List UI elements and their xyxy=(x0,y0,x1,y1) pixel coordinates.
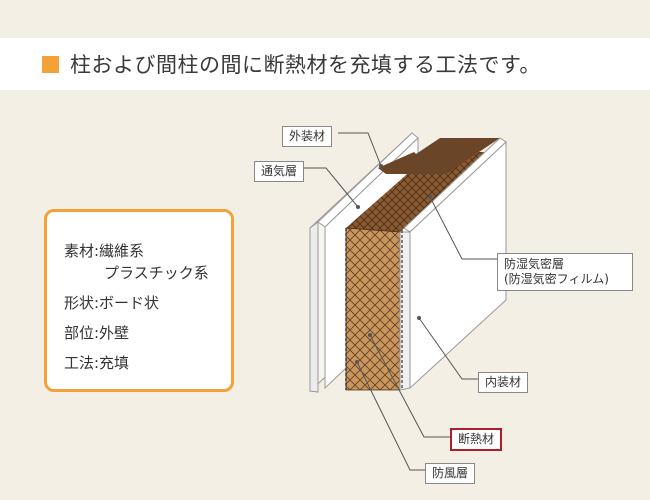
title-marker xyxy=(42,56,59,73)
label-ventilation: 通気層 xyxy=(254,161,305,182)
label-interior: 内装材 xyxy=(478,372,529,393)
label-exterior: 外装材 xyxy=(282,126,333,147)
label-vapor-barrier: 防湿気密層 (防湿気密フィルム) xyxy=(497,253,633,291)
leader-lines xyxy=(301,132,497,471)
interior-board xyxy=(399,137,507,391)
spec-card: 素材:繊維系 プラスチック系 形状:ボード状 部位:外壁 工法:充填 xyxy=(44,209,234,392)
spec-material-sub: プラスチック系 xyxy=(104,264,209,282)
spec-material: 素材:繊維系 xyxy=(64,242,145,260)
title-band: 柱および間柱の間に断熱材を充填する工法です。 xyxy=(0,38,650,90)
label-insulation: 断熱材 xyxy=(450,428,503,451)
spec-shape: 形状:ボード状 xyxy=(64,294,160,312)
label-vapor-barrier-line1: 防湿気密層 xyxy=(504,257,565,271)
label-windbreak: 防風層 xyxy=(425,463,476,484)
spec-part: 部位:外壁 xyxy=(64,324,130,342)
page-title: 柱および間柱の間に断熱材を充填する工法です。 xyxy=(70,53,541,77)
spec-method: 工法:充填 xyxy=(64,354,130,372)
leader-dots xyxy=(355,164,432,364)
insulation-body xyxy=(345,138,500,391)
vent-stud-top xyxy=(378,152,420,174)
label-vapor-barrier-line2: (防湿気密フィルム) xyxy=(504,272,609,286)
